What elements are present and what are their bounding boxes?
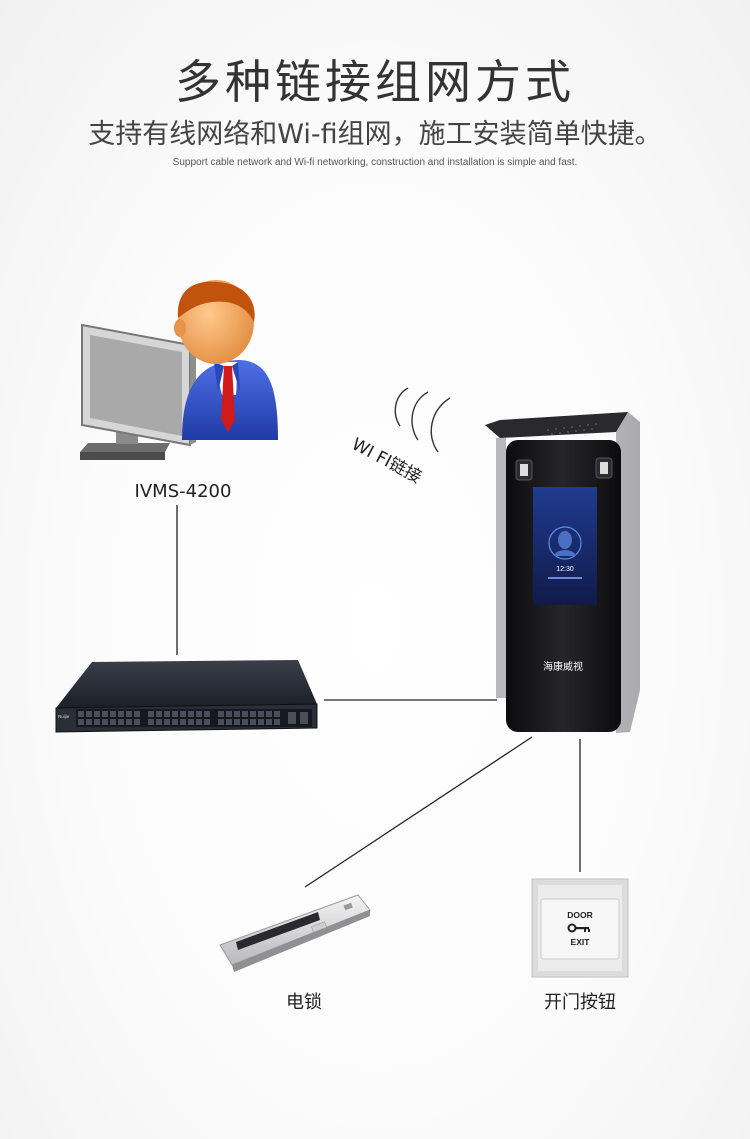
person-icon bbox=[174, 280, 278, 440]
electric-lock-icon bbox=[219, 894, 371, 972]
terminal-brand-logo: 海康威视 bbox=[543, 660, 583, 673]
key-icon bbox=[567, 923, 590, 933]
page-title: 多种链接组网方式 bbox=[175, 55, 575, 109]
switch-brand-logo: Ruijie bbox=[58, 714, 70, 719]
door-terminal-icon: 12:30 海康威视 bbox=[485, 412, 640, 733]
workstation-illustration bbox=[80, 280, 278, 460]
exit-button-label: 开门按钮 bbox=[544, 992, 616, 1013]
page-subtitle-en: Support cable network and Wi-fi networki… bbox=[172, 157, 578, 168]
face-recognition-icon bbox=[548, 526, 582, 560]
page-subtitle: 支持有线网络和Wi-fi组网，施工安装简单快捷。 bbox=[88, 119, 662, 150]
monitor-icon bbox=[80, 323, 196, 460]
exit-button-door-text: DOOR bbox=[567, 910, 593, 920]
network-switch-icon: Ruijie bbox=[55, 660, 318, 733]
wifi-waves-icon bbox=[394, 387, 451, 453]
terminal-clock: 12:30 bbox=[556, 566, 574, 573]
exit-button-icon: DOOR EXIT bbox=[531, 878, 629, 978]
exit-button-exit-text: EXIT bbox=[571, 937, 591, 947]
link-terminal-lock bbox=[304, 736, 533, 888]
workstation-label: IVMS-4200 bbox=[134, 481, 232, 502]
electric-lock-label: 电锁 bbox=[286, 992, 322, 1013]
